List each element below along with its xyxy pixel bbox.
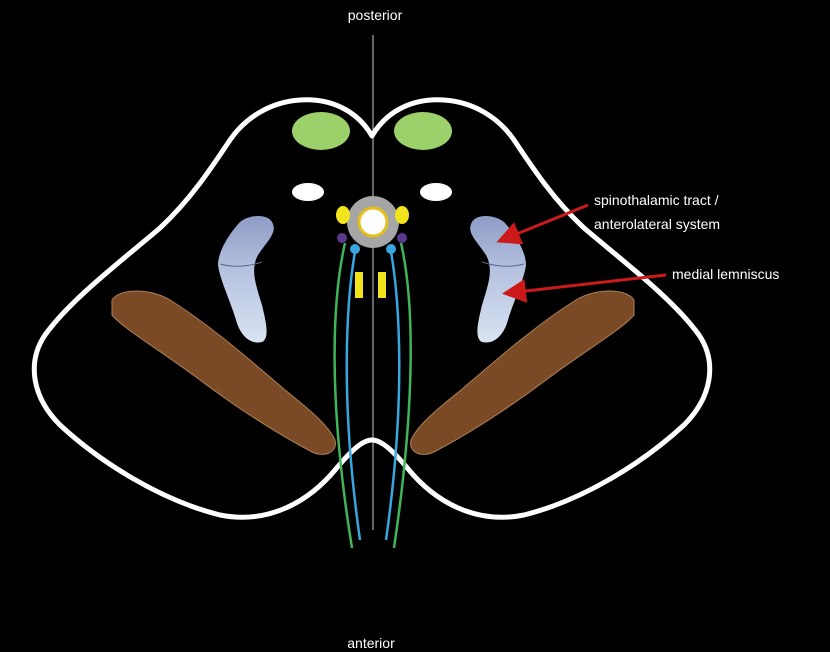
label-spinothalamic-line1: spinothalamic tract /: [594, 192, 719, 208]
aqueduct-ring: [357, 206, 389, 238]
yellow-nucleus-left: [336, 206, 350, 224]
lemniscus-right: [470, 216, 526, 343]
label-spinothalamic-line2: anterolateral system: [594, 216, 720, 232]
peduncle-left: [111, 290, 336, 455]
tract-blue-left: [345, 245, 362, 541]
lemniscus-right-divider: [481, 261, 525, 267]
peduncle-right: [410, 290, 635, 455]
label-posterior: posterior: [348, 7, 403, 23]
tract-blue-right: [384, 245, 401, 541]
arrow-medial-lemniscus: [502, 273, 667, 303]
yellow-bar-left: [355, 272, 363, 298]
blue-dot-right: [386, 244, 396, 254]
yellow-nucleus-right: [395, 206, 409, 224]
dorsal-nucleus-right: [394, 112, 452, 150]
blue-dot-left: [350, 244, 360, 254]
arrow-spinothalamic: [496, 203, 589, 245]
yellow-bar-right: [378, 272, 386, 298]
label-medial-lemniscus: medial lemniscus: [672, 266, 779, 282]
lemniscus-left-divider: [219, 261, 263, 267]
dorsal-nucleus-left: [292, 112, 350, 150]
label-anterior: anterior: [347, 635, 395, 651]
purple-dot-right: [397, 233, 407, 243]
purple-dot-left: [337, 233, 347, 243]
section-outline: [31, 97, 713, 520]
lemniscus-left: [218, 216, 274, 343]
white-oval-right: [420, 183, 452, 201]
tract-green-left: [333, 242, 354, 549]
white-oval-left: [292, 183, 324, 201]
tract-green-right: [392, 242, 412, 549]
